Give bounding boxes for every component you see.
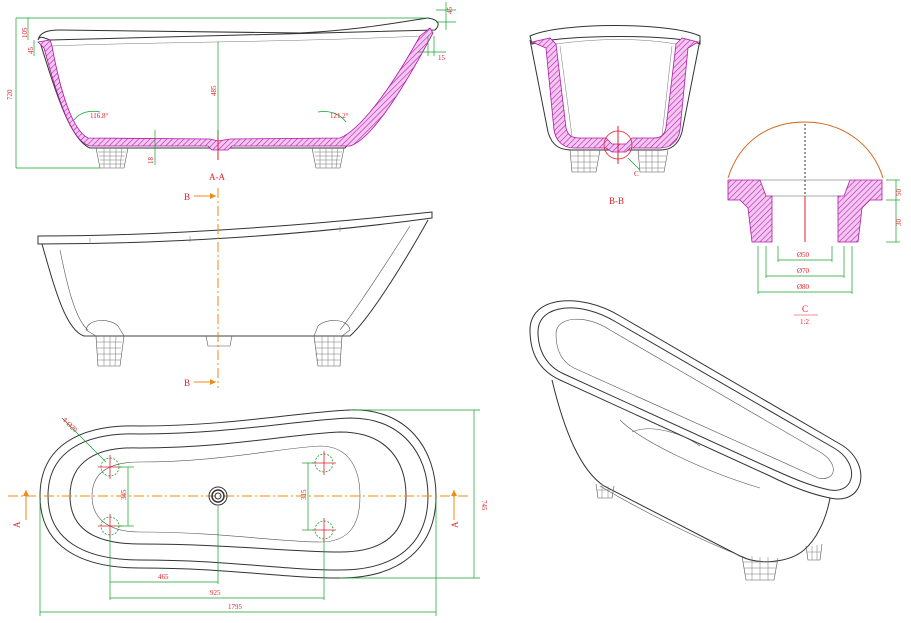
dim-leg-pitch-right: 315 [300, 489, 308, 500]
note-mount-holes: 4-Ø20 [61, 416, 80, 435]
side-foot-left [85, 320, 125, 367]
leg-mount-holes [98, 451, 336, 542]
bb-shell-hatch [530, 37, 700, 153]
label-section-bb: B-B [609, 196, 624, 206]
section-mark-a-left: A [12, 521, 22, 528]
dim-rim-side: 45 [27, 47, 35, 55]
dim-rim-top-right: 45 [446, 7, 454, 15]
dim-width-total: 745 [480, 500, 488, 511]
label-section-aa: A-A [209, 172, 225, 182]
dim-height-total: 720 [6, 89, 14, 100]
dim-dia-mid: Ø70 [797, 267, 810, 275]
angle-right: 121.2° [330, 112, 349, 120]
dim-leg-pitch-left: 345 [120, 489, 128, 500]
drain-hole [208, 486, 228, 506]
dim-depth: 485 [210, 85, 218, 96]
dim-dia-inner: Ø50 [797, 251, 810, 259]
foot-right [311, 147, 345, 169]
dim-drain-offset: 465 [158, 573, 169, 581]
detail-c-view: Ø50 Ø70 Ø80 50 30 C 1:2 [727, 121, 903, 326]
iso-foot-left [595, 483, 615, 499]
dim-leg-span: 925 [210, 589, 221, 597]
dim-detail-h2: 30 [895, 219, 903, 227]
section-mark-a-right: A [450, 521, 460, 528]
detail-c-marker: C [634, 170, 639, 178]
dim-length-total: 1795 [228, 603, 243, 611]
bb-foot-right [637, 149, 669, 173]
bb-foot-left [569, 149, 601, 173]
section-aa-view: 720 105 45 485 18 15 45 116.8° 121.2° A-… [6, 2, 456, 182]
shell-section-hatch [37, 27, 434, 151]
section-mark-b-top: B [184, 192, 190, 202]
iso-foot-front [741, 555, 779, 581]
isometric-view [529, 300, 862, 581]
dim-rim-top: 105 [21, 27, 29, 38]
plan-view: 4-Ø20 345 315 465 925 1795 745 A A [8, 409, 488, 616]
side-elevation-view: B B [37, 188, 433, 388]
angle-left: 116.8° [90, 112, 108, 120]
section-mark-b-bottom: B [184, 378, 190, 388]
label-detail-c-scale: 1:2 [800, 318, 809, 326]
side-foot-right [313, 320, 351, 367]
dim-rim-overhang: 15 [438, 54, 446, 62]
foot-left [95, 147, 129, 169]
dim-detail-h1: 50 [895, 189, 903, 197]
detail-c-hatch-right [837, 179, 883, 243]
dim-dia-outer: Ø80 [797, 283, 810, 291]
section-bb-view: C B-B [529, 25, 701, 206]
detail-c-hatch-left [727, 179, 773, 243]
iso-foot-right [805, 543, 823, 561]
dim-base-thickness: 18 [147, 157, 155, 165]
label-detail-c: C [802, 304, 808, 314]
